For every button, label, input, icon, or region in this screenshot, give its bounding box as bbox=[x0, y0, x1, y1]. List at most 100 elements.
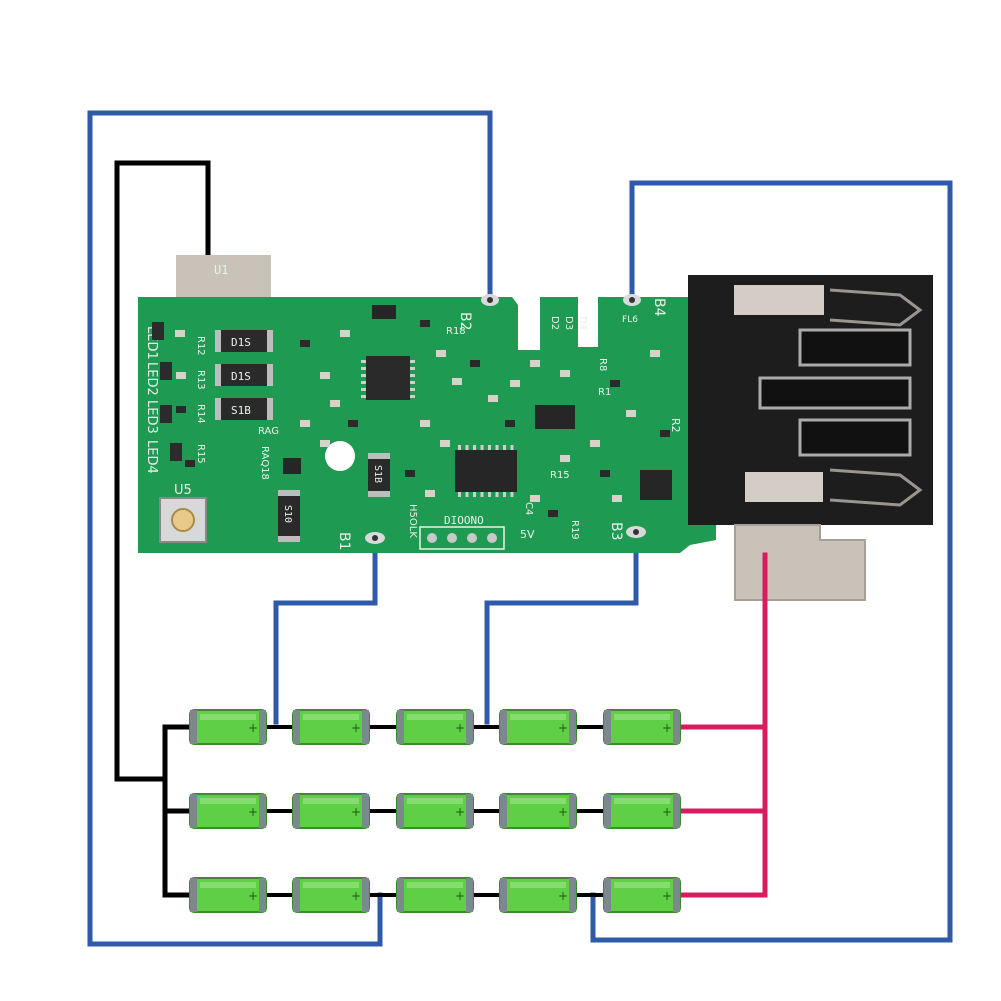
svg-text:S1B: S1B bbox=[231, 404, 251, 417]
ic-small-2 bbox=[640, 470, 672, 500]
ic-pin bbox=[361, 367, 366, 370]
ic-pin bbox=[410, 395, 415, 398]
smd-part bbox=[452, 378, 462, 385]
battery-cell-icon: + bbox=[499, 793, 577, 829]
ic-pin bbox=[361, 381, 366, 384]
pcb-board: B2 B4 B1 B3 LED1 LED2 LED3 LED4 D1S D1S … bbox=[138, 294, 716, 553]
ic-pin bbox=[410, 381, 415, 384]
svg-text:S10: S10 bbox=[282, 505, 293, 523]
cell-cap-negative bbox=[190, 878, 197, 912]
cell-cap-negative bbox=[500, 794, 507, 828]
cell-cap-positive bbox=[569, 794, 576, 828]
cell-cap-positive bbox=[466, 794, 473, 828]
ic-pin bbox=[458, 445, 461, 450]
silk-rag: RAG bbox=[258, 426, 279, 437]
ic-main-mcu bbox=[366, 356, 410, 400]
smd-part bbox=[590, 440, 600, 447]
silk-d4: D4 bbox=[577, 316, 588, 330]
ic-pin bbox=[410, 367, 415, 370]
res-label-r8: R8 bbox=[597, 358, 608, 371]
smd-part bbox=[405, 470, 415, 477]
smd-part bbox=[560, 455, 570, 462]
silk-raq18: RAQ18 bbox=[259, 446, 270, 480]
cell-highlight bbox=[614, 882, 670, 888]
cell-cap-positive bbox=[259, 878, 266, 912]
cell-polarity-mark: + bbox=[662, 721, 672, 735]
smd-part bbox=[530, 360, 540, 367]
cell-polarity-mark: + bbox=[248, 889, 258, 903]
battery-cell-icon: + bbox=[499, 709, 577, 745]
diode-2: D1S bbox=[215, 364, 273, 386]
smd-part bbox=[530, 495, 540, 502]
res-label-r15b: R15 bbox=[550, 470, 570, 481]
silk-fl6: FL6 bbox=[622, 315, 638, 325]
cell-highlight bbox=[510, 714, 566, 720]
wires-back bbox=[87, 110, 953, 947]
battery-cell-icon: + bbox=[396, 877, 474, 913]
connector-slot-3 bbox=[758, 376, 912, 410]
cell-cap-negative bbox=[397, 794, 404, 828]
ic-pin bbox=[480, 492, 484, 497]
connector-terminal-icon bbox=[688, 275, 933, 601]
smd-part bbox=[425, 490, 435, 497]
ic-pin bbox=[361, 388, 366, 391]
ic-soic bbox=[455, 450, 517, 492]
battery-pack: +++++++++++++++ bbox=[189, 709, 681, 913]
led2-part bbox=[160, 362, 172, 380]
led4-part bbox=[170, 443, 182, 461]
wire-b1 bbox=[273, 537, 378, 725]
ic-pin bbox=[361, 395, 366, 398]
pad-b2 bbox=[481, 294, 499, 306]
smd-part bbox=[348, 420, 358, 427]
wire-b3 bbox=[484, 532, 639, 725]
smd-part bbox=[300, 420, 310, 427]
cell-highlight bbox=[200, 882, 256, 888]
cell-cap-negative bbox=[397, 878, 404, 912]
pad-b3 bbox=[626, 526, 646, 538]
cell-polarity-mark: + bbox=[662, 805, 672, 819]
ic-pin bbox=[510, 492, 514, 497]
pad-b4-label: B4 bbox=[651, 298, 667, 317]
smd-part bbox=[440, 440, 450, 447]
smd-part bbox=[175, 330, 185, 337]
connector-slot-2 bbox=[798, 328, 912, 367]
cell-cap-positive bbox=[259, 710, 266, 744]
smd-part bbox=[320, 372, 330, 379]
smd-part bbox=[548, 510, 558, 517]
cell-highlight bbox=[614, 798, 670, 804]
cell-cap-negative bbox=[293, 878, 300, 912]
svg-text:D1S: D1S bbox=[231, 336, 251, 349]
cell-highlight bbox=[303, 714, 359, 720]
cell-polarity-mark: + bbox=[455, 889, 465, 903]
cell-highlight bbox=[407, 798, 463, 804]
ic-pin bbox=[410, 360, 415, 363]
cell-cap-negative bbox=[190, 794, 197, 828]
battery-cell-icon: + bbox=[292, 709, 370, 745]
pad-b2-label: B2 bbox=[457, 312, 473, 331]
cell-cap-positive bbox=[673, 878, 680, 912]
pad-b3-label: B3 bbox=[608, 522, 624, 541]
ic-pin bbox=[473, 492, 476, 497]
smd-part bbox=[300, 340, 310, 347]
smd-part bbox=[510, 380, 520, 387]
ic-pin bbox=[465, 492, 469, 497]
silk-c4: C4 bbox=[523, 502, 534, 515]
smd-part bbox=[626, 410, 636, 417]
wires-front bbox=[162, 552, 768, 898]
header-label: DIOONO bbox=[444, 514, 484, 527]
header-sublabel: H5OLK bbox=[407, 504, 418, 538]
battery-cell-icon: + bbox=[603, 877, 681, 913]
connector-slot-4 bbox=[798, 418, 912, 457]
button-label: U5 bbox=[174, 483, 192, 498]
silk-d3: D3 bbox=[563, 316, 574, 330]
svg-text:S1B: S1B bbox=[372, 465, 383, 483]
cell-polarity-mark: + bbox=[351, 889, 361, 903]
res-label-r19: R19 bbox=[569, 520, 580, 540]
cell-cap-negative bbox=[293, 710, 300, 744]
cell-polarity-mark: + bbox=[662, 889, 672, 903]
cell-highlight bbox=[303, 798, 359, 804]
cell-cap-positive bbox=[259, 794, 266, 828]
cell-cap-positive bbox=[362, 710, 369, 744]
ic-pin bbox=[458, 492, 461, 497]
cell-highlight bbox=[200, 714, 256, 720]
